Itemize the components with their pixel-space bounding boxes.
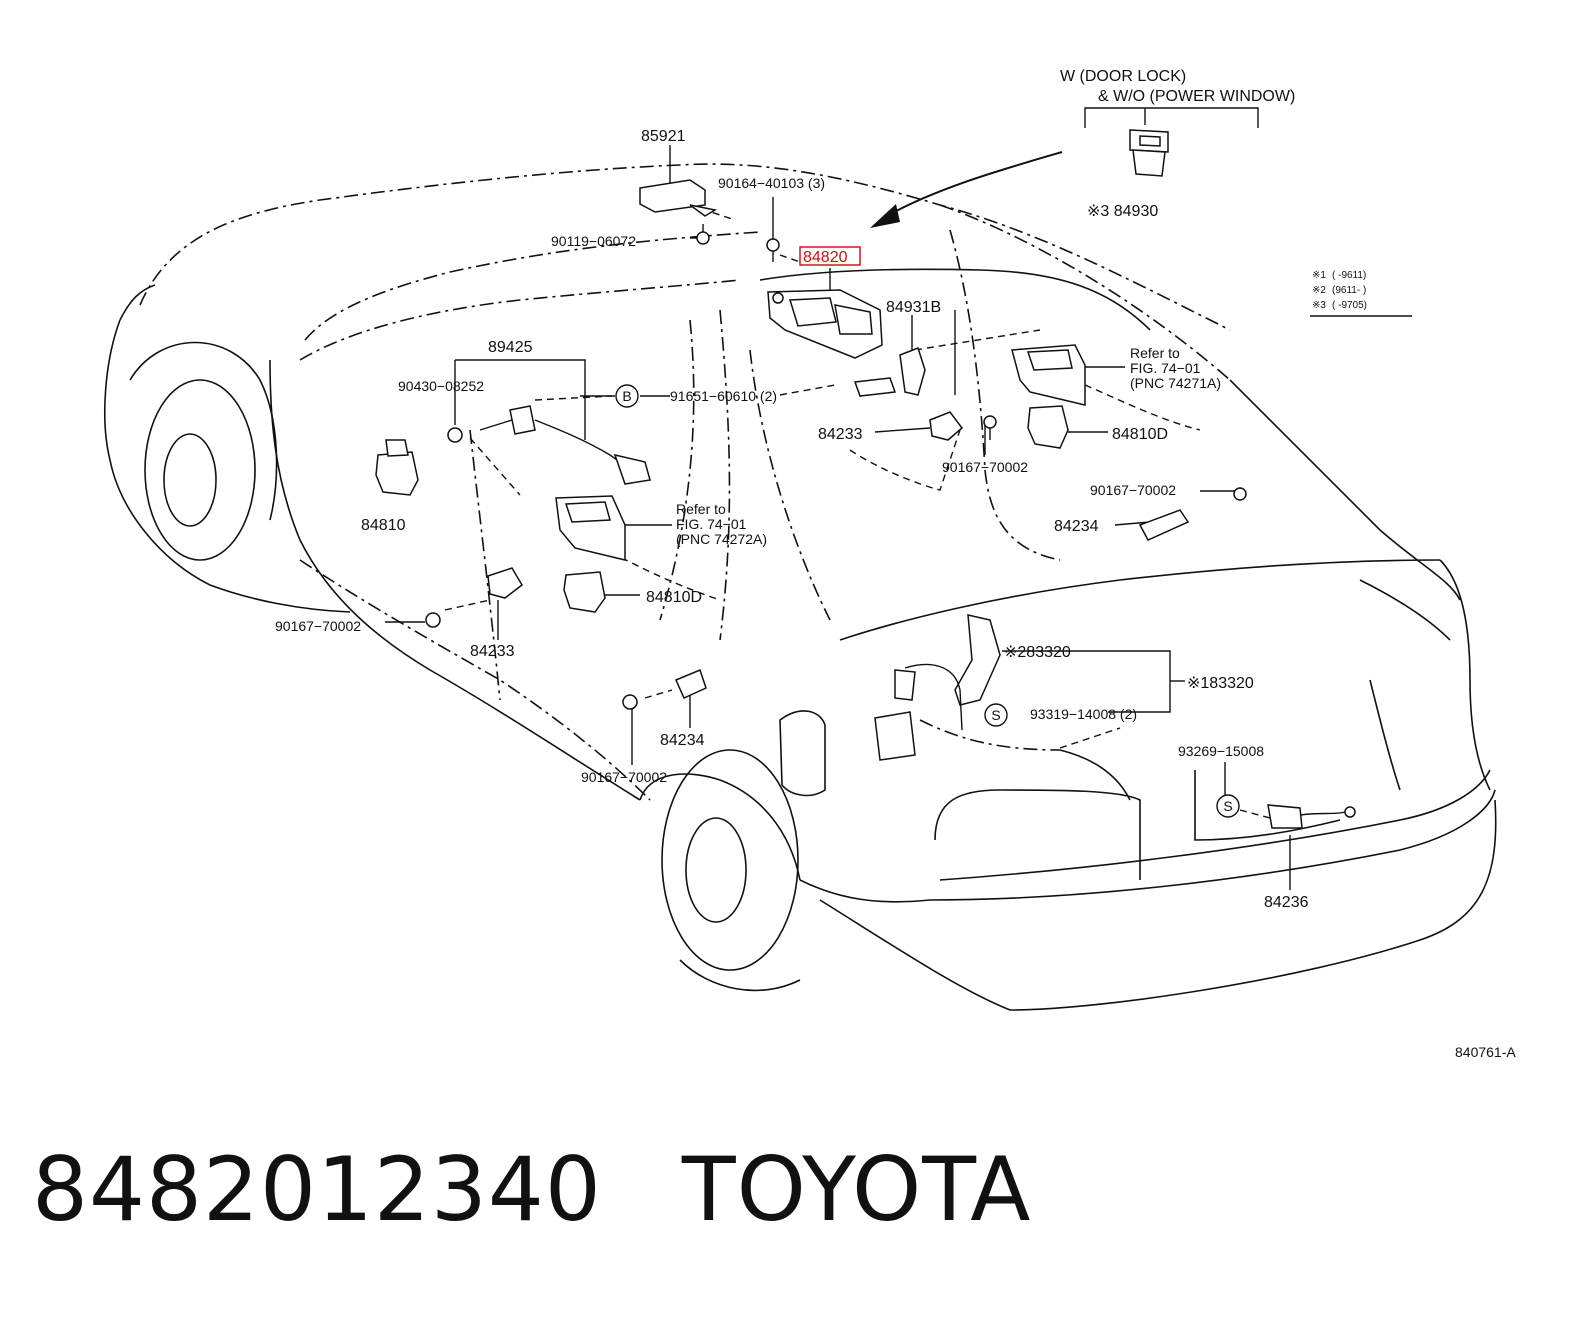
part-84233-left[interactable] [487, 567, 523, 599]
refer-right-line2: FIG. 74−01 [1130, 360, 1201, 376]
part-84234-right[interactable] [1138, 487, 1247, 541]
variant-note-line1: W (DOOR LOCK) [1060, 68, 1186, 85]
legend-mark-1: ※1 [1312, 270, 1326, 281]
legend-range-1: ( -9611) [1332, 270, 1366, 281]
part-84810D-right[interactable] [1027, 405, 1069, 449]
circle-mark-s-1: S [991, 707, 1000, 723]
figure-code: 840761-A [1455, 1044, 1516, 1060]
part-84810D-left[interactable] [563, 571, 606, 613]
leader-lines [385, 107, 1412, 890]
callout-93319-14008[interactable]: 93319−14008 (2) [1030, 706, 1137, 722]
callout-84810D-right[interactable]: 84810D [1112, 426, 1168, 443]
callout-91651-60610[interactable]: 91651−60610 (2) [670, 388, 777, 404]
variant-note: W (DOOR LOCK) & W/O (POWER WINDOW) [1060, 68, 1295, 105]
callout-90167-70002-far-right[interactable]: 90167−70002 [1090, 482, 1176, 498]
part-84236[interactable] [1267, 804, 1356, 829]
refer-note-right: Refer to FIG. 74−01 (PNC 74271A) [1130, 345, 1221, 391]
circle-mark-b: B [622, 388, 631, 404]
refer-left-line1: Refer to [676, 501, 726, 517]
part-84820[interactable] [767, 289, 883, 359]
footer-title: 8482012340 TOYOTA [32, 1140, 1031, 1240]
part-rear-switch-right[interactable] [1011, 344, 1086, 406]
callout-90430-08252[interactable]: 90430−08252 [398, 378, 484, 394]
refer-left-line2: FIG. 74−01 [676, 516, 747, 532]
callout-90167-70002-bottom[interactable]: 90167−70002 [581, 769, 667, 785]
refer-note-left: Refer to FIG. 74−01 (PNC 74272A) [676, 501, 767, 547]
callout-84820[interactable]: 84820 [803, 249, 848, 266]
title-part-number: 8482012340 [32, 1138, 602, 1241]
legend-range-3: ( -9705) [1332, 300, 1367, 311]
part-90164-40103[interactable] [766, 238, 780, 262]
callout-84810-left[interactable]: 84810 [361, 517, 406, 534]
part-90167-left[interactable] [425, 612, 441, 628]
part-84930[interactable] [1129, 129, 1169, 177]
refer-left-line3: (PNC 74272A) [676, 531, 767, 547]
parts [375, 129, 1356, 829]
callout-90119-06072[interactable]: 90119−06072 [551, 233, 636, 249]
legend-range-2: (9611- ) [1332, 285, 1366, 296]
part-84233-right[interactable] [929, 411, 964, 441]
callout-84930[interactable]: ※3 84930 [1087, 203, 1158, 220]
part-89425[interactable] [447, 405, 651, 485]
part-90119-06072[interactable] [696, 224, 710, 245]
callout-90167-70002-left[interactable]: 90167−70002 [275, 618, 361, 634]
callout-83320-2[interactable]: ※283320 [1004, 644, 1071, 661]
refer-right-line1: Refer to [1130, 345, 1180, 361]
callout-85921[interactable]: 85921 [641, 128, 686, 145]
callout-84931B[interactable]: 84931B [886, 299, 941, 316]
circle-marks: B S S [615, 384, 1240, 818]
callout-89425[interactable]: 89425 [488, 339, 533, 356]
callout-84234-bottom[interactable]: 84234 [660, 732, 705, 749]
highlight-box-84820 [799, 246, 861, 266]
callout-93269-15008[interactable]: 93269−15008 [1178, 743, 1264, 759]
refer-right-line3: (PNC 74271A) [1130, 375, 1221, 391]
part-90167-right[interactable] [983, 415, 997, 440]
callout-84236[interactable]: 84236 [1264, 894, 1309, 911]
part-rear-switch-left[interactable] [555, 495, 626, 561]
part-84810-left[interactable] [375, 439, 419, 496]
circle-mark-s-2: S [1223, 798, 1232, 814]
part-84234-bottom[interactable] [622, 668, 707, 710]
part-84931B[interactable] [853, 347, 926, 397]
callout-84233-right[interactable]: 84233 [818, 426, 863, 443]
title-brand: TOYOTA [681, 1138, 1032, 1241]
callout-83320-1[interactable]: ※183320 [1187, 675, 1254, 692]
legend-mark-2: ※2 [1312, 285, 1326, 296]
variant-note-line2: & W/O (POWER WINDOW) [1098, 88, 1295, 105]
callout-labels: 85921 90164−40103 (3) 90119−06072 84820 … [275, 128, 1309, 911]
callout-84234-right[interactable]: 84234 [1054, 518, 1099, 535]
legend: ※1 ( -9611) ※2 (9611- ) ※3 ( -9705) [1312, 270, 1367, 311]
callout-84810D-left[interactable]: 84810D [646, 589, 702, 606]
callout-90164-40103[interactable]: 90164−40103 (3) [718, 175, 825, 191]
legend-mark-3: ※3 [1312, 300, 1326, 311]
callout-84233-left[interactable]: 84233 [470, 643, 515, 660]
callout-90167-70002-right[interactable]: 90167−70002 [942, 459, 1028, 475]
part-85921[interactable] [639, 179, 718, 217]
part-83320[interactable] [874, 614, 1001, 761]
